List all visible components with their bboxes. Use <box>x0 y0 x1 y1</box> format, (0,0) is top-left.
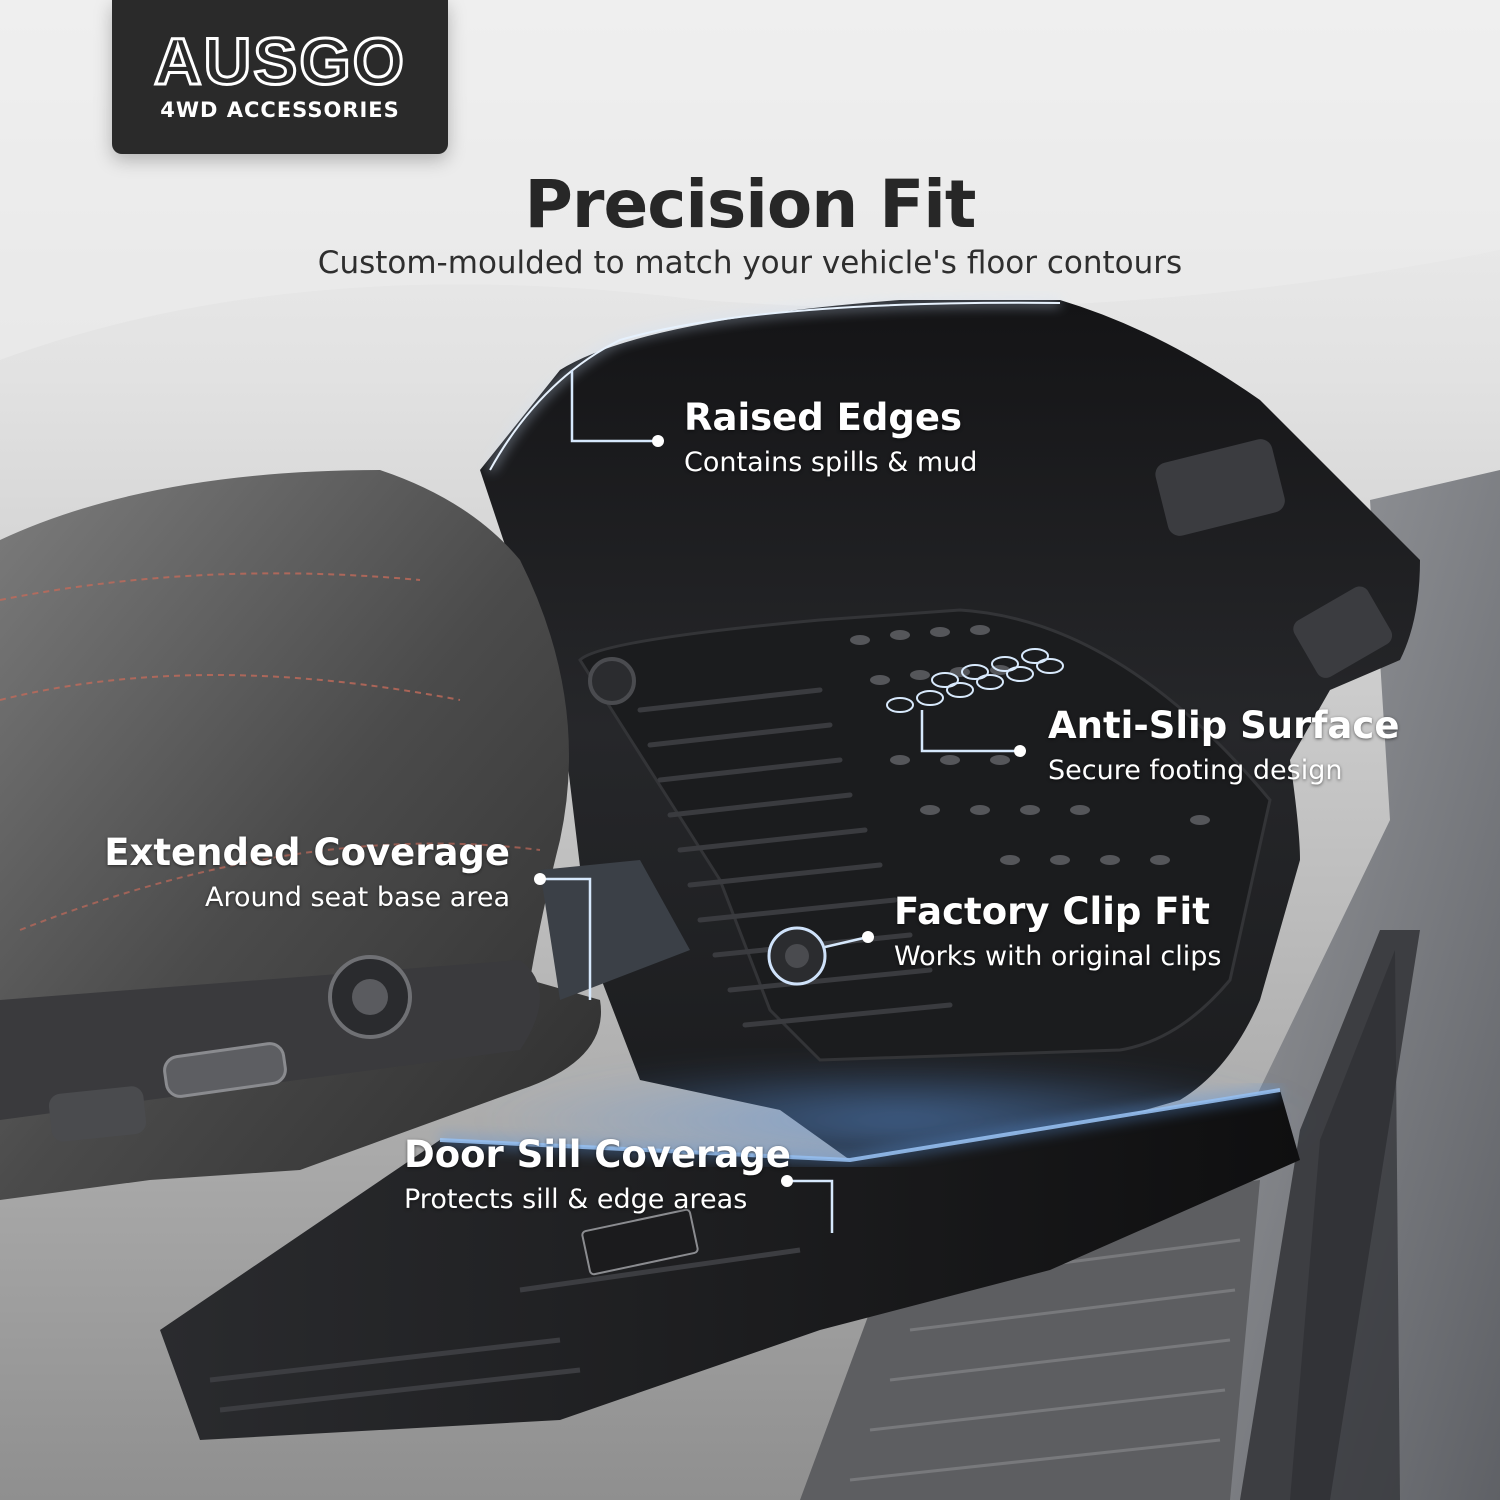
callout-desc: Around seat base area <box>205 881 510 913</box>
door-sill-leader <box>787 1179 834 1233</box>
door-panel <box>1200 470 1500 1500</box>
callout-anti-slip: Anti-Slip Surface Secure footing design <box>1048 704 1400 788</box>
page-subtitle: Custom-moulded to match your vehicle's f… <box>317 245 1183 281</box>
logo-wordmark: AUSGO <box>152 24 407 98</box>
callout-factory-clip: Factory Clip Fit Works with original cli… <box>894 890 1222 974</box>
anti-slip-leader <box>920 710 1020 753</box>
callout-desc: Secure footing design <box>1048 754 1343 786</box>
callout-title: Door Sill Coverage <box>404 1133 791 1176</box>
callout-door-sill: Door Sill Coverage Protects sill & edge … <box>404 1133 791 1217</box>
callout-desc: Contains spills & mud <box>684 446 978 478</box>
callout-title: Extended Coverage <box>104 831 510 874</box>
extended-coverage-leader <box>540 877 592 1000</box>
door-sill-dot <box>781 1175 793 1187</box>
callout-title: Anti-Slip Surface <box>1048 704 1400 747</box>
callout-title: Factory Clip Fit <box>894 890 1210 933</box>
callout-title: Raised Edges <box>684 396 962 439</box>
mat-badge <box>581 1208 699 1276</box>
clip-rear <box>588 657 636 705</box>
callout-raised-edges: Raised Edges Contains spills & mud <box>684 396 978 480</box>
accelerator-pedal <box>1293 586 1393 678</box>
extended-coverage-dot <box>534 873 546 885</box>
callout-desc: Works with original clips <box>894 940 1222 972</box>
callout-extended-coverage: Extended Coverage Around seat base area <box>104 831 510 915</box>
raised-edges-dot <box>652 435 664 447</box>
brake-pedal <box>1155 439 1285 536</box>
callout-desc: Protects sill & edge areas <box>404 1183 748 1215</box>
anti-slip-dot <box>1014 745 1026 757</box>
brand-logo: AUSGO 4WD ACCESSORIES <box>112 0 448 154</box>
seat-switch <box>163 1042 287 1098</box>
raised-edges-leader <box>570 370 658 443</box>
factory-clip-dot <box>862 931 874 943</box>
page-title: Precision Fit <box>524 166 977 243</box>
factory-clip-leader <box>824 935 869 949</box>
logo-subtitle: 4WD ACCESSORIES <box>160 98 400 122</box>
